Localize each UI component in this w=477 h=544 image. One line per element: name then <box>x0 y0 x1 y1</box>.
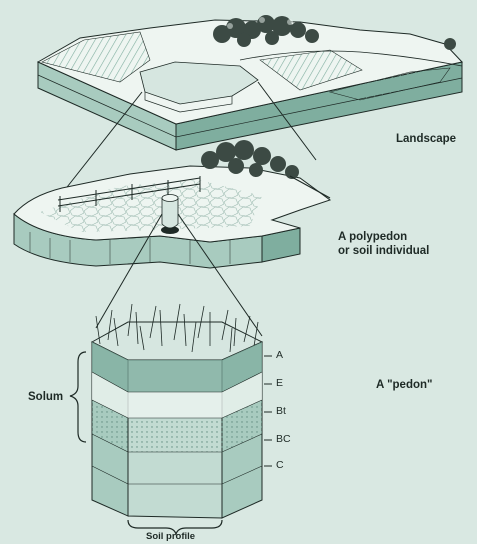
horizon-label-e: E <box>276 377 283 389</box>
polypedon-label-line2: or soil individual <box>338 244 429 258</box>
horizon-label-bc: BC <box>276 433 291 445</box>
landscape-label: Landscape <box>396 132 456 146</box>
landscape-block <box>38 15 462 150</box>
horizon-label-c: C <box>276 459 284 471</box>
polypedon-block <box>14 140 330 268</box>
pedon-prism <box>70 304 272 534</box>
soil-profile-label: Soil profile <box>146 530 195 544</box>
horizon-label-a: A <box>276 349 283 361</box>
polypedon-label-line1: A polypedon <box>338 230 407 244</box>
horizon-label-bt: Bt <box>276 405 286 417</box>
pedon-label: A "pedon" <box>376 378 432 392</box>
solum-brace <box>70 352 86 442</box>
solum-label: Solum <box>28 390 63 404</box>
